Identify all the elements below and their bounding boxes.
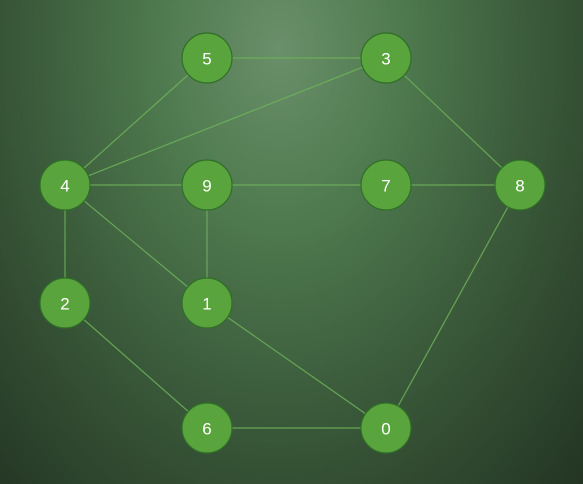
node-circle	[181, 32, 233, 84]
node-2: 2	[39, 277, 91, 329]
nodes-layer: 5 3 4 9 7 8 2 1 6 0	[39, 32, 546, 454]
node-circle	[39, 159, 91, 211]
node-label: 2	[60, 295, 69, 314]
edge-3-4	[64, 57, 387, 186]
node-circle	[181, 277, 233, 329]
node-label: 7	[381, 177, 390, 196]
node-1: 1	[181, 277, 233, 329]
node-label: 8	[515, 177, 524, 196]
node-circle	[360, 402, 412, 454]
edge-8-0	[385, 184, 521, 429]
node-label: 6	[202, 420, 211, 439]
node-circle	[181, 159, 233, 211]
node-9: 9	[181, 159, 233, 211]
node-8: 8	[494, 159, 546, 211]
node-label: 9	[202, 177, 211, 196]
node-label: 0	[381, 420, 390, 439]
edge-2-6	[64, 302, 208, 429]
node-label: 5	[202, 50, 211, 69]
node-circle	[181, 402, 233, 454]
node-circle	[360, 32, 412, 84]
node-7: 7	[360, 159, 412, 211]
node-circle	[360, 159, 412, 211]
node-circle	[494, 159, 546, 211]
edge-5-4	[64, 57, 208, 186]
node-label: 3	[381, 50, 390, 69]
edge-1-0	[206, 302, 387, 429]
node-0: 0	[360, 402, 412, 454]
node-6: 6	[181, 402, 233, 454]
edge-4-1	[64, 184, 208, 304]
node-5: 5	[181, 32, 233, 84]
edge-3-8	[385, 57, 521, 186]
edges-layer	[64, 57, 521, 429]
node-label: 4	[60, 177, 69, 196]
node-4: 4	[39, 159, 91, 211]
node-3: 3	[360, 32, 412, 84]
node-label: 1	[202, 295, 211, 314]
node-circle	[39, 277, 91, 329]
